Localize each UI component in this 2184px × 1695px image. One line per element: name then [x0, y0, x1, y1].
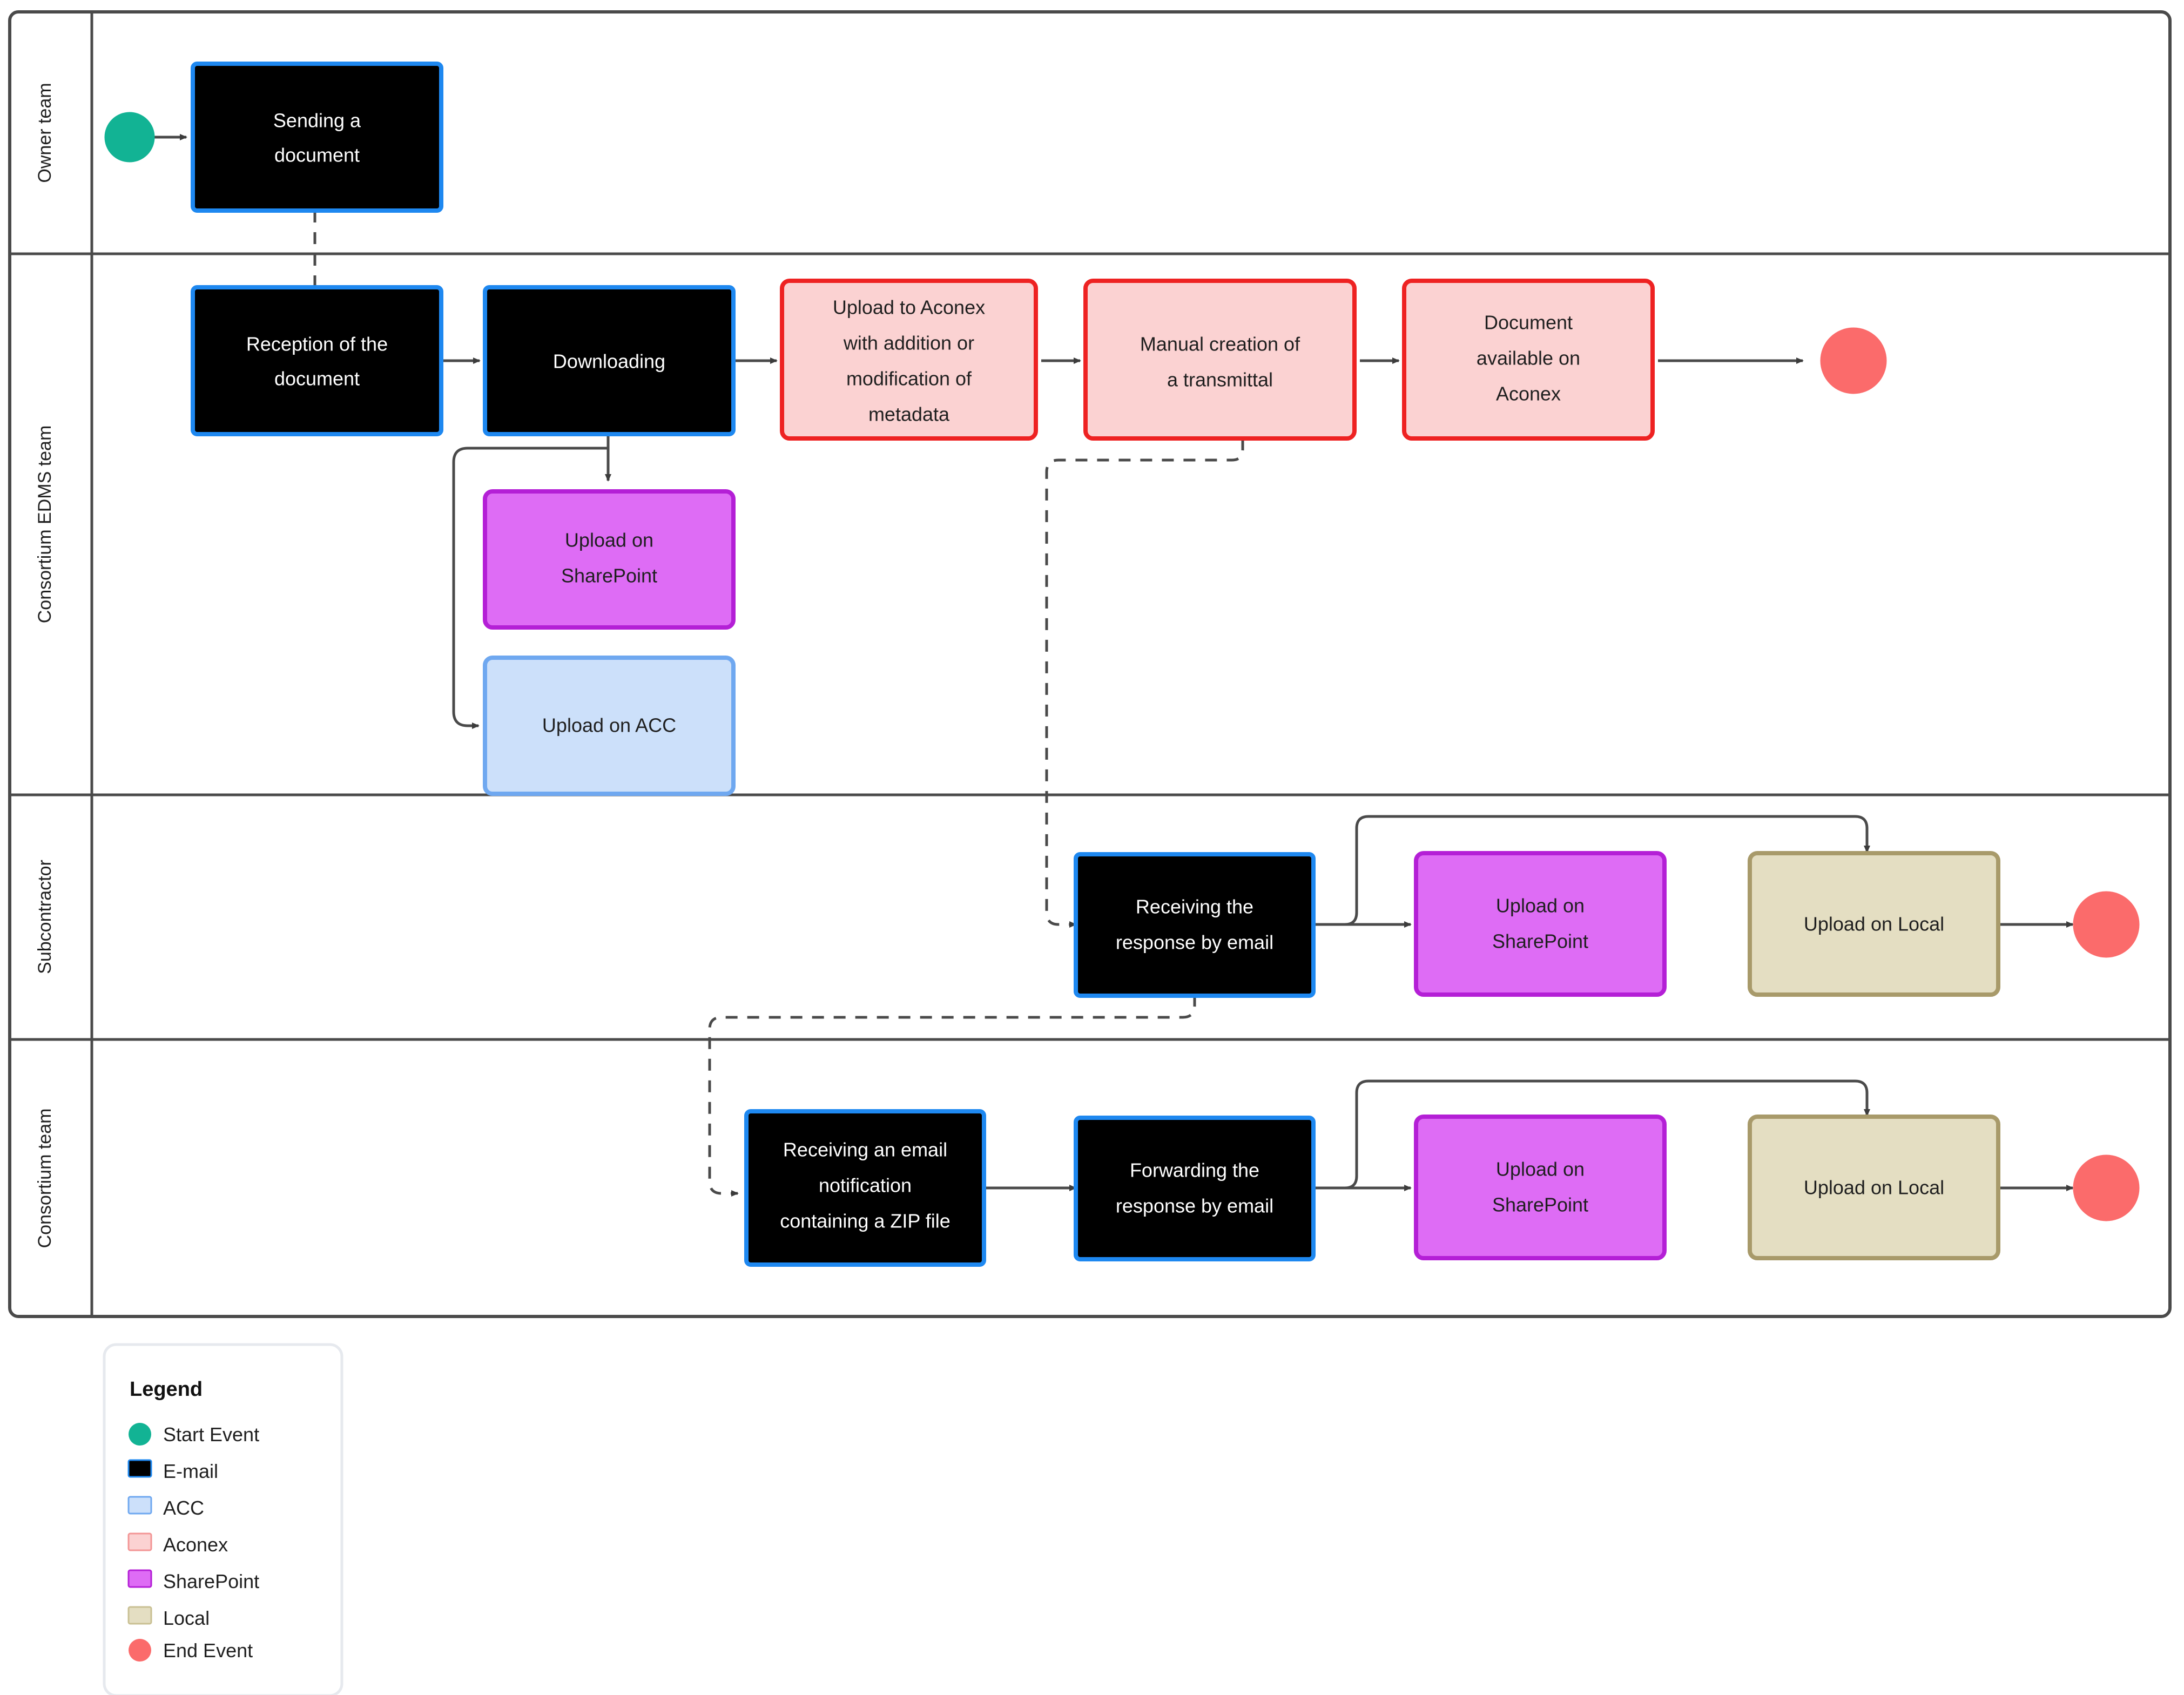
legend-panel: Legend Start Event E-mail ACC Aconex Sha…: [103, 1343, 343, 1695]
legend-item-local: Local: [127, 1606, 210, 1629]
node-upload-to-aconex-with-metadata[interactable]: Upload to Aconex with addition or modifi…: [780, 279, 1038, 441]
node-upload-on-local-subcontractor[interactable]: Upload on Local: [1748, 851, 2000, 997]
legend-item-label: ACC: [163, 1497, 204, 1519]
legend-item-sharepoint: SharePoint: [127, 1569, 259, 1592]
node-document-available-on-aconex[interactable]: Document available on Aconex: [1402, 279, 1655, 441]
node-label-line: Manual creation of: [1140, 333, 1300, 355]
node-downloading[interactable]: Downloading: [483, 285, 736, 436]
node-label-line: Reception of the: [246, 333, 388, 355]
node-label-line: Downloading: [553, 350, 665, 373]
node-label-line: document: [274, 144, 360, 166]
node-label-line: Upload on: [1496, 895, 1585, 917]
node-upload-on-sharepoint-consortium[interactable]: Upload on SharePoint: [1414, 1115, 1667, 1260]
node-end-event-2[interactable]: [2073, 891, 2140, 958]
lane-label-consortium-edms-team: Consortium EDMS team: [35, 426, 55, 624]
node-label-line: response by email: [1116, 931, 1273, 954]
node-label-line: metadata: [868, 403, 950, 426]
node-label-line: SharePoint: [1492, 930, 1588, 953]
legend-item-label: Local: [163, 1607, 210, 1629]
edge-downloading-to-acc: [452, 447, 608, 729]
node-end-event-1[interactable]: [1820, 327, 1887, 394]
legend-item-email: E-mail: [127, 1459, 218, 1482]
node-upload-on-sharepoint-subcontractor[interactable]: Upload on SharePoint: [1414, 851, 1667, 997]
lane-header-subcontractor: Subcontractor: [35, 860, 55, 974]
node-label-line: Document: [1484, 312, 1573, 334]
legend-item-start-event: Start Event: [129, 1423, 259, 1446]
node-label-line: modification of: [846, 368, 972, 390]
lane-header-consortium-team: Consortium team: [35, 1109, 55, 1248]
legend-item-label: SharePoint: [163, 1570, 259, 1592]
edge-forward-to-local-cons: [1313, 1079, 1870, 1190]
node-label-line: document: [274, 368, 360, 390]
legend-item-label: Start Event: [163, 1423, 259, 1446]
node-label-line: Upload to Aconex: [833, 296, 985, 319]
node-label-line: SharePoint: [561, 565, 657, 587]
lane-header-owner-team: Owner team: [35, 83, 55, 183]
lane-label-subcontractor: Subcontractor: [35, 860, 55, 974]
node-label-line: response by email: [1116, 1195, 1273, 1217]
node-label-line: Receiving the: [1136, 896, 1253, 918]
node-receiving-an-email-notification-zip[interactable]: Receiving an email notification containi…: [744, 1109, 986, 1267]
node-receiving-the-response-by-email[interactable]: Receiving the response by email: [1074, 852, 1316, 998]
node-forwarding-the-response-by-email[interactable]: Forwarding the response by email: [1074, 1116, 1316, 1261]
edge-receive-response-to-receive-zip: [708, 995, 1196, 1197]
node-label-line: Upload on: [1496, 1158, 1585, 1180]
legend-item-label: E-mail: [163, 1460, 218, 1482]
lane-header-consortium-edms-team: Consortium EDMS team: [35, 426, 55, 624]
connector-layer: [153, 134, 2074, 1197]
node-label-line: Upload on Local: [1804, 1177, 1944, 1199]
lane-label-owner-team: Owner team: [35, 83, 55, 183]
node-label-line: SharePoint: [1492, 1194, 1588, 1216]
node-label-line: available on: [1477, 347, 1580, 369]
node-label-line: Sending a: [273, 110, 361, 132]
node-start-event-1[interactable]: [104, 112, 155, 163]
node-label-line: with addition or: [843, 332, 974, 354]
node-upload-on-local-consortium[interactable]: Upload on Local: [1748, 1115, 2000, 1260]
node-label-line: Upload on Local: [1804, 913, 1944, 935]
node-label-line: notification: [819, 1174, 912, 1197]
node-upload-on-sharepoint-edms[interactable]: Upload on SharePoint: [483, 489, 736, 630]
node-label-line: Aconex: [1496, 383, 1561, 405]
legend-item-aconex: Aconex: [127, 1532, 228, 1556]
node-label-line: Upload on ACC: [542, 714, 676, 737]
node-upload-on-acc-edms[interactable]: Upload on ACC: [483, 656, 736, 796]
node-label-line: Upload on: [565, 529, 653, 551]
node-manual-creation-of-a-transmittal[interactable]: Manual creation of a transmittal: [1083, 279, 1357, 441]
legend-item-label: Aconex: [163, 1534, 228, 1556]
legend-item-end-event: End Event: [129, 1639, 253, 1662]
legend-title: Legend: [130, 1378, 203, 1401]
legend-item-label: End Event: [163, 1639, 253, 1662]
node-label-line: containing a ZIP file: [780, 1210, 951, 1232]
node-label-line: a transmittal: [1167, 369, 1273, 391]
node-end-event-3[interactable]: [2073, 1154, 2140, 1221]
legend-item-acc: ACC: [127, 1496, 204, 1519]
node-reception-of-the-document[interactable]: Reception of the document: [191, 285, 443, 436]
node-label-line: Forwarding the: [1130, 1159, 1259, 1181]
node-label-line: Receiving an email: [783, 1139, 947, 1161]
edge-receive-response-to-local-sub: [1313, 815, 1870, 926]
edge-transmittal-to-receive-response: [1045, 438, 1244, 928]
lane-label-consortium-team: Consortium team: [35, 1109, 55, 1248]
node-sending-a-document[interactable]: Sending a document: [191, 62, 443, 213]
